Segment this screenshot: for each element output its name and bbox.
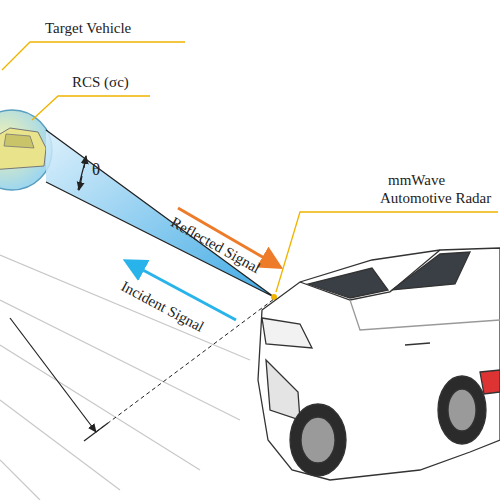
angle-symbol: θ [92, 160, 100, 180]
part-label: RCS (σc) [72, 74, 129, 91]
part-label: Target Vehicle [45, 20, 131, 37]
beam-edges [46, 130, 274, 297]
distance-line [10, 318, 96, 432]
radar-beam [46, 130, 274, 297]
rcs-circle [0, 110, 52, 190]
signal-label: Incident Signal [118, 278, 207, 336]
theta-arrow [84, 156, 86, 168]
dimension-tick [84, 423, 108, 441]
theta-arrow [79, 176, 82, 190]
part-label: mmWave [388, 172, 445, 189]
target-vehicle [0, 128, 46, 170]
part-label: Automotive Radar [380, 190, 491, 207]
road-lines [0, 255, 250, 500]
ego-car [258, 248, 500, 480]
